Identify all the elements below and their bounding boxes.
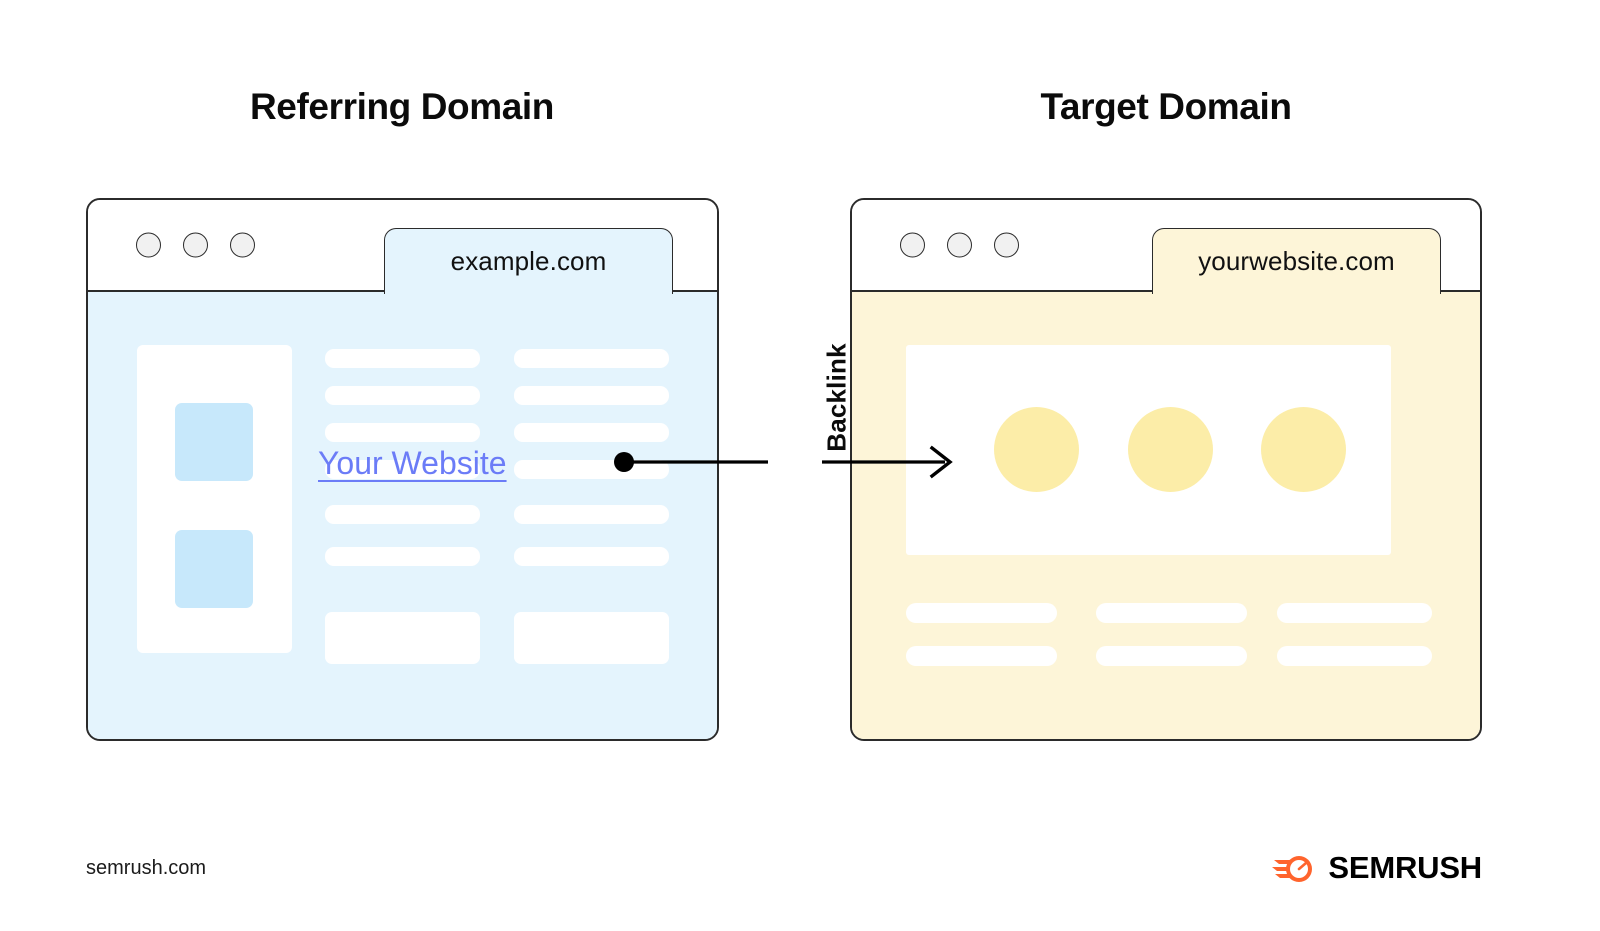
semrush-wordmark: SEMRUSH bbox=[1328, 850, 1482, 885]
text-placeholder-bar bbox=[1096, 646, 1247, 666]
text-placeholder-bar bbox=[325, 349, 480, 368]
text-placeholder-bar bbox=[1096, 603, 1247, 623]
sidebar-placeholder-block bbox=[175, 530, 253, 608]
circle-placeholder-icon bbox=[1128, 407, 1213, 492]
text-placeholder-bar bbox=[514, 423, 669, 442]
text-placeholder-bar bbox=[1277, 646, 1432, 666]
window-dot-icon[interactable] bbox=[947, 232, 972, 258]
semrush-logo: SEMRUSH bbox=[1272, 850, 1482, 886]
referring-sidebar-card bbox=[137, 345, 292, 653]
referring-browser-window: example.com Your Website bbox=[86, 198, 719, 741]
target-window-controls bbox=[900, 232, 1019, 258]
content-placeholder-block bbox=[325, 612, 480, 664]
text-placeholder-bar bbox=[514, 386, 669, 405]
text-placeholder-bar bbox=[906, 603, 1057, 623]
text-placeholder-bar bbox=[325, 423, 480, 442]
content-placeholder-block bbox=[514, 612, 669, 664]
window-dot-icon[interactable] bbox=[230, 232, 255, 258]
circle-placeholder-icon bbox=[994, 407, 1079, 492]
sidebar-placeholder-block bbox=[175, 403, 253, 481]
window-dot-icon[interactable] bbox=[183, 232, 208, 258]
backlink-label: Backlink bbox=[821, 343, 852, 452]
tab-example-com-label: example.com bbox=[450, 246, 607, 276]
tab-yourwebsite-com-label: yourwebsite.com bbox=[1198, 246, 1395, 276]
text-placeholder-bar bbox=[906, 646, 1057, 666]
window-dot-icon[interactable] bbox=[994, 232, 1019, 258]
footer-source-url: semrush.com bbox=[86, 857, 207, 879]
text-placeholder-bar bbox=[325, 386, 480, 405]
text-placeholder-bar bbox=[1277, 603, 1432, 623]
text-placeholder-bar bbox=[514, 547, 669, 566]
circle-placeholder-icon bbox=[1261, 407, 1346, 492]
target-browser-window: yourwebsite.com bbox=[850, 198, 1482, 741]
text-placeholder-bar bbox=[514, 460, 669, 479]
tab-yourwebsite-com[interactable]: yourwebsite.com bbox=[1152, 228, 1441, 294]
text-placeholder-bar bbox=[514, 505, 669, 524]
referring-window-controls bbox=[136, 232, 255, 258]
tab-example-com[interactable]: example.com bbox=[384, 228, 673, 294]
referring-domain-heading: Referring Domain bbox=[249, 86, 555, 127]
target-page-content bbox=[852, 292, 1480, 739]
your-website-link[interactable]: Your Website bbox=[318, 445, 507, 481]
text-placeholder-bar bbox=[325, 547, 480, 566]
window-dot-icon[interactable] bbox=[900, 232, 925, 258]
text-placeholder-bar bbox=[514, 349, 669, 368]
text-placeholder-bar bbox=[325, 460, 480, 479]
semrush-comet-icon bbox=[1272, 856, 1313, 882]
window-dot-icon[interactable] bbox=[136, 232, 161, 258]
target-hero-card bbox=[906, 345, 1391, 555]
target-domain-heading: Target Domain bbox=[1040, 86, 1292, 127]
text-placeholder-bar bbox=[325, 505, 480, 524]
referring-page-content: Your Website bbox=[88, 292, 717, 739]
